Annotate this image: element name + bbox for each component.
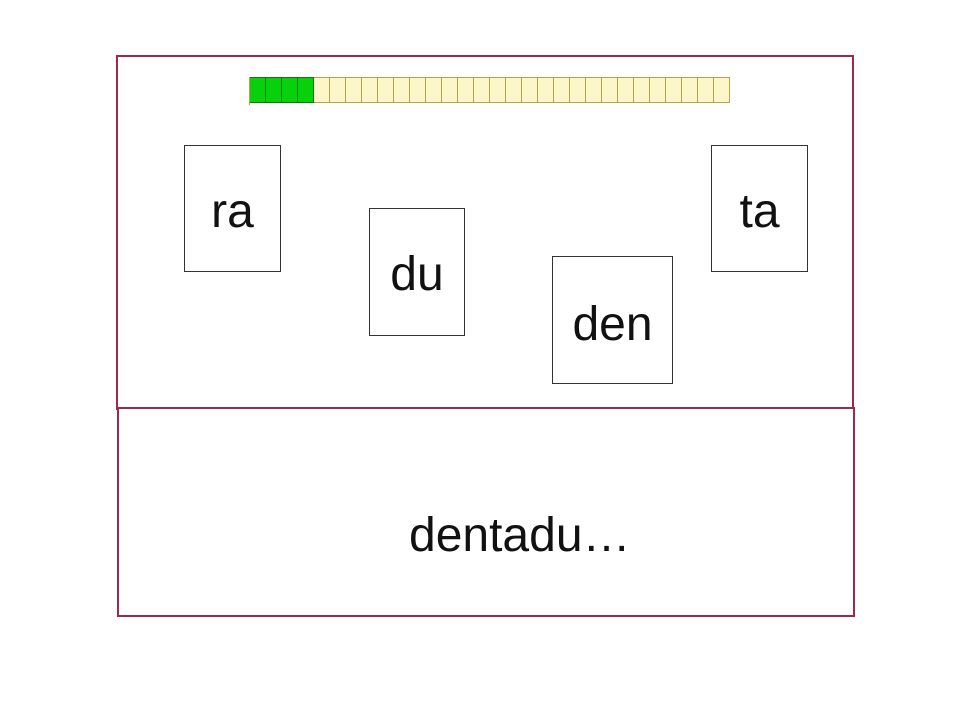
syllable-card-den[interactable]: den bbox=[552, 256, 673, 384]
syllable-card-du[interactable]: du bbox=[369, 208, 465, 336]
progress-cell-pending bbox=[666, 77, 682, 103]
progress-cell-done bbox=[266, 77, 282, 103]
progress-cell-pending bbox=[570, 77, 586, 103]
progress-cell-pending bbox=[506, 77, 522, 103]
progress-cell-pending bbox=[602, 77, 618, 103]
progress-cell-pending bbox=[586, 77, 602, 103]
progress-cell-pending bbox=[490, 77, 506, 103]
progress-cell-pending bbox=[426, 77, 442, 103]
progress-cell-pending bbox=[474, 77, 490, 103]
syllable-label: ta bbox=[739, 185, 780, 238]
progress-cell-pending bbox=[330, 77, 346, 103]
progress-cell-pending bbox=[378, 77, 394, 103]
progress-cell-pending bbox=[522, 77, 538, 103]
progress-cell-done bbox=[298, 77, 314, 103]
progress-cell-pending bbox=[394, 77, 410, 103]
progress-cell-pending bbox=[650, 77, 666, 103]
syllable-label: du bbox=[390, 248, 444, 301]
answer-panel bbox=[117, 407, 855, 617]
progress-cell-pending bbox=[538, 77, 554, 103]
progress-cell-done bbox=[282, 77, 298, 103]
progress-cell-pending bbox=[554, 77, 570, 103]
progress-cell-pending bbox=[458, 77, 474, 103]
progress-cell-done bbox=[250, 77, 266, 103]
progress-cell-pending bbox=[362, 77, 378, 103]
progress-cell-pending bbox=[682, 77, 698, 103]
progress-bar bbox=[249, 77, 730, 105]
syllable-label: ra bbox=[211, 185, 254, 238]
syllable-card-ra[interactable]: ra bbox=[184, 145, 281, 272]
progress-cell-pending bbox=[698, 77, 714, 103]
progress-cell-pending bbox=[346, 77, 362, 103]
progress-cell-pending bbox=[714, 77, 730, 103]
progress-cell-pending bbox=[314, 77, 330, 103]
syllable-label: den bbox=[572, 298, 653, 351]
progress-cell-pending bbox=[618, 77, 634, 103]
progress-cell-pending bbox=[410, 77, 426, 103]
progress-cell-pending bbox=[634, 77, 650, 103]
syllable-card-ta[interactable]: ta bbox=[711, 145, 808, 272]
answer-text: dentadu… bbox=[409, 509, 631, 562]
progress-cell-pending bbox=[442, 77, 458, 103]
